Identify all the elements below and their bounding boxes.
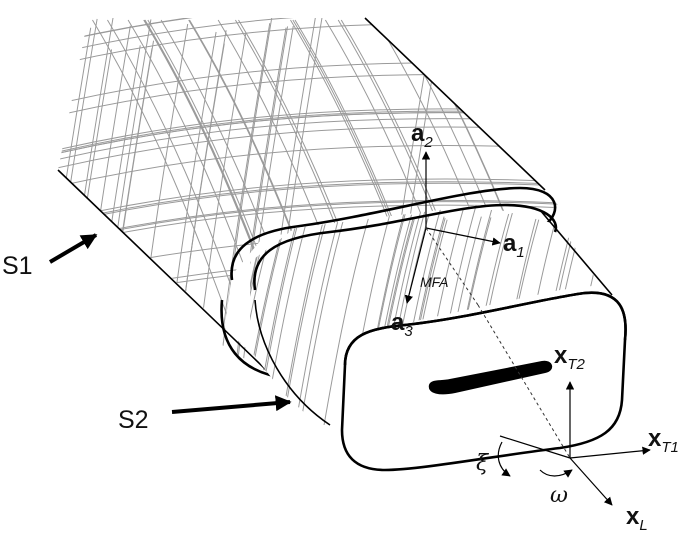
a1-axis-arrow [425,227,501,246]
s2-label: S2 [118,406,149,434]
xt1-axis-arrow [569,446,651,459]
fiber-strand [58,18,558,56]
a3-axis-arrow [404,227,427,304]
fiber-strand [58,181,558,225]
xl-axis-arrow [569,457,613,506]
fiber-strand [58,145,558,189]
xt1-label: xT1 [648,425,679,456]
xi-label: ξ [476,451,490,476]
fiber-strand [230,27,287,385]
mfa-label: MFA [420,274,449,290]
s1-right-edge [364,17,546,191]
s2-pointer-arrow [171,395,292,414]
s1-cross-section-rim [230,186,557,281]
xt2-label: xT2 [554,342,586,373]
fiber-strand [58,18,558,45]
fiber-strand [58,126,558,171]
fiber-strand [317,218,369,425]
omega-angle-arc [539,469,573,478]
s1-pointer-arrow [48,233,98,264]
a3-label: a3 [391,309,413,340]
fiber-strand [250,215,289,425]
projection-line [499,435,571,459]
a2-label: a2 [411,120,433,151]
lumen-slit [428,360,553,395]
s2-cross-section-rim [253,203,558,291]
inner-cross-section [340,291,627,472]
s2-right-edge [539,209,613,296]
fiber-strand [58,26,61,385]
omega-label: ω [550,483,568,508]
a1-label: a1 [503,230,525,261]
fiber-strand [92,19,233,331]
tissue-axes [497,381,651,506]
xi-angle-arc [497,441,511,477]
material-axes [404,151,571,459]
xl-label: xL [626,503,648,534]
s2-left-edge [254,299,331,426]
s1-left-edge [57,169,286,389]
s1-label: S1 [2,252,33,280]
fiber-strand [58,182,558,227]
